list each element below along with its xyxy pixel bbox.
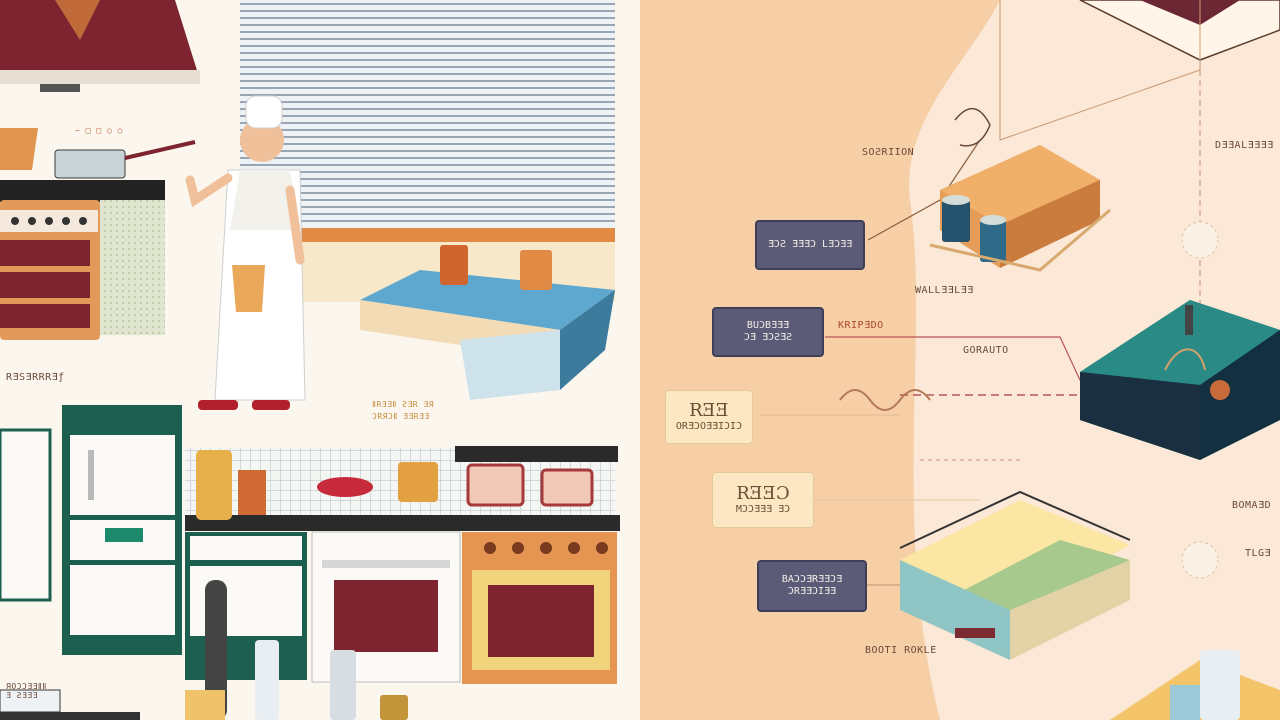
label-range-hood: ~ □ □ ○ ○: [75, 126, 123, 135]
kitchen-layout-diagram: [640, 0, 1280, 720]
diagram-tag-4: RƎƎƆ MƆƆƎƎƎ ƎƆ: [712, 472, 814, 528]
label-stove-section: RƎSƎRRRƎƒ: [6, 372, 65, 383]
label-kitchen: KRIPƎDO: [838, 320, 884, 331]
diagram-tag-2: BUƆBƎƎƎ ƆƎ ƎƆƧƎƧ: [712, 307, 824, 357]
label-bottom-left: ЯOƆƆƎƎⅡⅡ Ǝ ƧƎƎƎ: [6, 682, 47, 700]
tag-3-line1: RƎƎ: [689, 400, 729, 421]
label-bottom: BOOTI ROKLE: [865, 645, 937, 656]
kitchen-scene: [0, 0, 620, 720]
tag-3-line2: ORƎƆOƎƎIƆIƆ: [675, 421, 743, 432]
tag-2-line2: ƆƎ ƎƆƧƎƧ: [743, 332, 793, 343]
label-dealers: DƎƎALƎƎƎƎ: [1215, 140, 1274, 151]
label-chef-caption-1: ⅡRƎƎⅡ ƧƎR ƎЯ: [372, 400, 435, 409]
diagram-tag-3: RƎƎ ORƎƆOƎƎIƆIƆ: [665, 390, 753, 444]
label-soration: SOƧRIION: [862, 147, 915, 158]
tag-5-line1: BAƆƆƎRƎƎƆƎ: [781, 574, 843, 585]
window-blinds: [240, 3, 615, 222]
tag-4-line1: RƎƎƆ: [736, 483, 790, 504]
tag-5-line2: ƆRƎƎƆIƎƎ: [787, 586, 837, 597]
label-bomaad: BOMAƎD: [1232, 500, 1272, 511]
label-gorauto: GORAUTO: [963, 345, 1009, 356]
diagram-tag-5: BAƆƆƎRƎƎƆƎ ƆRƎƎƆIƎƎ: [757, 560, 867, 612]
label-chef-caption-2: ƆRЯƆⅡ ƎƎRƎƎ: [372, 412, 430, 421]
tag-2-line1: BUƆBƎƎƎ: [746, 320, 790, 331]
label-tlge: TLGƎ: [1245, 548, 1272, 559]
label-wall: WALLƎƎLƎƎ: [915, 285, 974, 296]
tag-1-text: ƎƆƧ ƎƎƎƆ LƎƆƎƎ: [767, 239, 853, 250]
diagram-tag-1: ƎƆƧ ƎƎƎƆ LƎƆƎƎ: [755, 220, 865, 270]
tag-4-line2: MƆƆƎƎƎ ƎƆ: [735, 504, 791, 515]
